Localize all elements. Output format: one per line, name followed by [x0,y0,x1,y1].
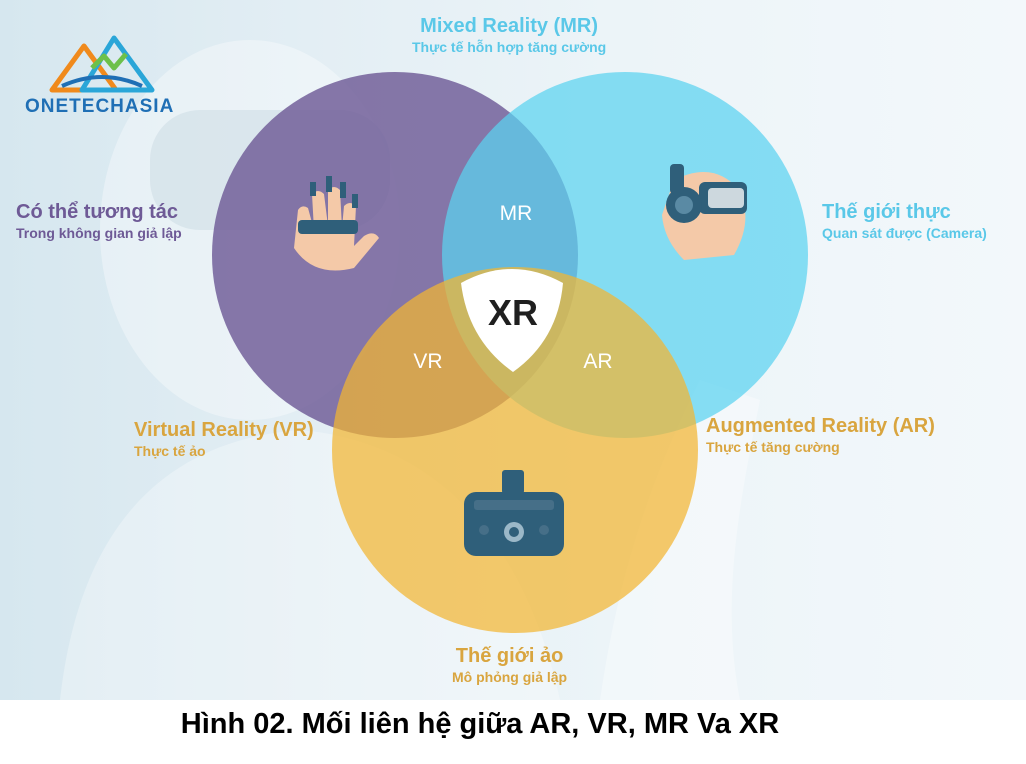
label-interactive-title: Có thể tương tác [16,201,179,223]
label-virtual-world-subtitle: Mô phỏng giả lập [452,669,568,685]
region-label-xr: XR [487,292,539,333]
diagram-stage: ONETECHASIA Mixed Reality (MR) Thực tế h… [0,0,1026,700]
hand-glove-icon [294,176,379,271]
label-mixed-reality: Mixed Reality (MR) Thực tế hỗn hợp tăng … [412,14,606,56]
venn-diagram [212,72,808,633]
logo-text: ONETECHASIA [25,96,175,117]
label-real-world: Thế giới thực Quan sát được (Camera) [822,200,987,242]
region-label-mr: MR [499,202,533,225]
region-label-ar: AR [583,350,613,373]
circle-amber [332,267,698,633]
figure-caption: Hình 02. Mối liên hệ giữa AR, VR, MR Va … [180,708,780,740]
vr-headset-icon [464,470,564,556]
label-virtual-reality-title: Virtual Reality (VR) [134,419,314,441]
vr-headset-head-icon [662,164,747,260]
label-augmented-reality-subtitle: Thực tế tăng cường [706,439,840,455]
label-real-world-title: Thế giới thực [822,201,951,223]
label-real-world-subtitle: Quan sát được (Camera) [822,225,987,241]
label-interactive-subtitle: Trong không gian giả lập [16,225,182,241]
label-virtual-world: Thế giới ảo Mô phỏng giả lập [452,644,567,686]
label-augmented-reality-title: Augmented Reality (AR) [706,415,935,437]
label-mixed-reality-subtitle: Thực tế hỗn hợp tăng cường [412,39,607,55]
onetechasia-logo-icon [49,35,155,93]
label-augmented-reality: Augmented Reality (AR) Thực tế tăng cườn… [706,414,935,456]
label-mixed-reality-title: Mixed Reality (MR) [420,15,598,37]
label-interactive: Có thể tương tác Trong không gian giả lậ… [16,200,182,242]
xr-center-region [461,269,563,372]
region-label-vr: VR [413,350,443,373]
label-virtual-reality: Virtual Reality (VR) Thực tế ảo [134,418,314,460]
label-virtual-reality-subtitle: Thực tế ảo [134,443,206,459]
label-virtual-world-title: Thế giới ảo [455,645,564,667]
